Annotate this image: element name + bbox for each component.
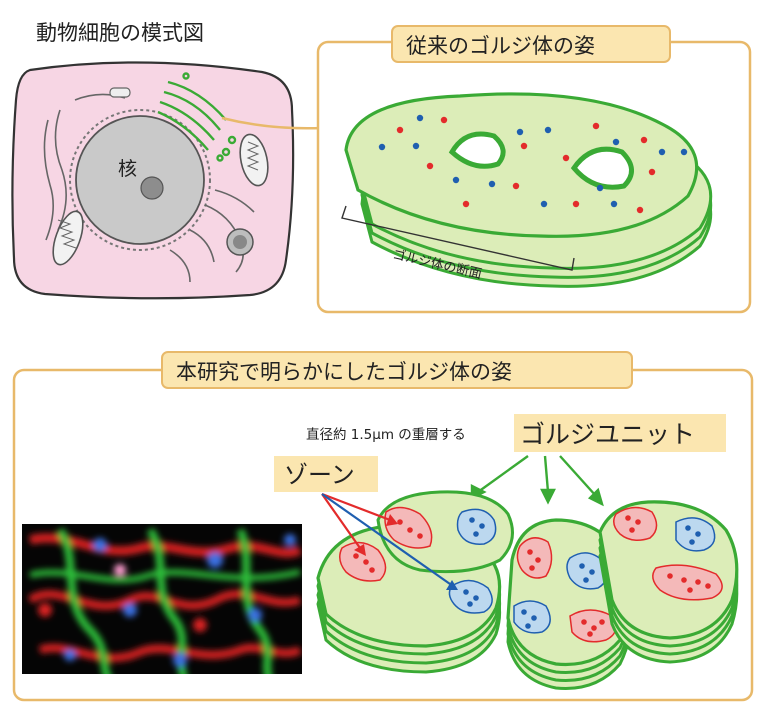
conventional-title-box	[391, 25, 671, 63]
conventional-title: 従来のゴルジ体の姿	[406, 34, 595, 58]
golgi-fenestra	[570, 146, 634, 190]
microscopy-image	[22, 524, 302, 674]
unit-label-box	[514, 414, 726, 452]
study-title-box	[161, 351, 633, 389]
nucleus: 核	[69, 109, 211, 251]
unit-arrows	[470, 455, 604, 507]
golgi-stack	[344, 92, 713, 288]
blue-zone	[456, 508, 497, 545]
golgi-fenestra	[448, 131, 506, 169]
golgi-units	[316, 490, 739, 690]
unit-caption: 直径約 1.5μm の重層する	[306, 427, 466, 443]
animal-cell: 核	[11, 61, 295, 300]
centriole	[109, 87, 131, 98]
golgi-unit-right	[598, 500, 739, 664]
unit-label: ゴルジユニット	[520, 420, 695, 449]
section-bracket	[341, 205, 575, 271]
nucleus-label: 核	[118, 158, 137, 180]
cell-golgi	[157, 72, 237, 162]
mitochondria	[52, 133, 269, 266]
cargo-dots	[378, 114, 688, 214]
connector-line	[221, 116, 323, 130]
study-title: 本研究で明らかにしたゴルジ体の姿	[176, 360, 512, 384]
zone-label-box	[274, 456, 378, 492]
golgi-top-cisterna	[344, 92, 699, 238]
nucleolus	[140, 176, 164, 200]
red-zone	[613, 506, 658, 541]
golgi-unit-left	[316, 490, 514, 674]
blue-zone	[566, 552, 608, 590]
blue-zone	[448, 579, 493, 614]
zone-label: ゾーン	[284, 461, 355, 489]
zone-arrows	[321, 492, 458, 590]
cell-diagram-title: 動物細胞の模式図	[36, 21, 204, 45]
red-zone	[516, 537, 553, 579]
